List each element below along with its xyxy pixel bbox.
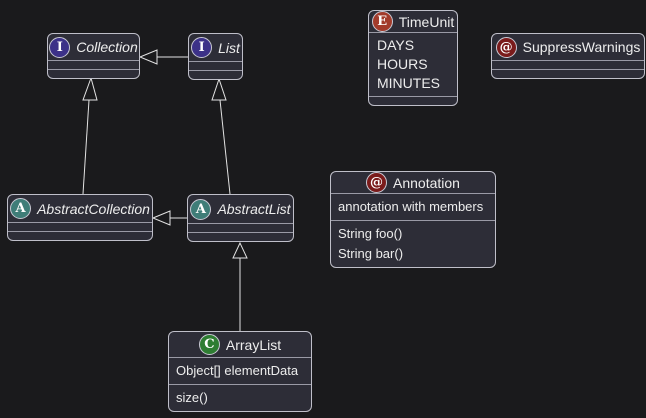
edge-abstractcollection-extends-collection: [82, 76, 98, 195]
class-node-abstractcollection: A AbstractCollection: [7, 194, 153, 241]
fields-compartment: [492, 60, 644, 69]
node-title: @ Annotation: [331, 172, 495, 193]
methods-compartment: size(): [169, 384, 311, 411]
class-node-collection: I Collection: [47, 33, 140, 79]
class-name: SuppressWarnings: [522, 39, 641, 55]
annotation-icon: @: [495, 36, 517, 58]
interface-icon: I: [49, 36, 71, 58]
methods-compartment: [188, 232, 293, 241]
edge-list-extends-collection: [138, 49, 188, 65]
class-node-annotation: @ Annotation annotation with members Str…: [330, 171, 496, 268]
methods-compartment: [48, 69, 139, 78]
node-title: A AbstractList: [188, 195, 293, 223]
abstract-icon: A: [10, 198, 32, 219]
class-name: TimeUnit: [398, 13, 455, 30]
class-node-suppresswarnings: @ SuppressWarnings: [491, 33, 645, 79]
node-title: C ArrayList: [169, 332, 311, 357]
node-title: E TimeUnit: [369, 11, 457, 32]
node-title: I List: [189, 34, 242, 61]
class-node-arraylist: C ArrayList Object[] elementData size(): [168, 331, 312, 412]
fields-compartment: Object[] elementData: [169, 357, 311, 384]
methods-compartment: [8, 231, 152, 240]
class-name: AbstractCollection: [37, 200, 150, 217]
abstract-icon: A: [190, 198, 212, 220]
method-row: String bar(): [338, 246, 404, 261]
enum-values-compartment: DAYS HOURS MINUTES: [369, 32, 457, 96]
class-node-abstractlist: A AbstractList: [187, 194, 294, 242]
enum-value: DAYS: [377, 37, 415, 53]
class-name: ArrayList: [225, 336, 282, 353]
class-icon: C: [198, 334, 220, 355]
fields-compartment: annotation with members: [331, 193, 495, 220]
class-name: Annotation: [393, 174, 460, 191]
edge-abstractlist-extends-list: [211, 77, 231, 195]
enum-value: MINUTES: [377, 75, 440, 91]
fields-compartment: [189, 61, 242, 70]
interface-icon: I: [191, 37, 213, 58]
annotation-icon: @: [366, 172, 388, 193]
fields-compartment: [48, 60, 139, 69]
method-row: size(): [176, 390, 208, 405]
edge-abstractlist-extends-abstractcollection: [151, 210, 187, 226]
methods-compartment: [369, 96, 457, 105]
field-row: annotation with members: [338, 199, 484, 214]
field-row: Object[] elementData: [176, 363, 299, 378]
method-row: String foo(): [338, 226, 403, 241]
class-name: Collection: [76, 39, 138, 55]
class-node-list: I List: [188, 33, 243, 80]
enum-icon: E: [371, 11, 393, 32]
methods-compartment: [189, 70, 242, 79]
enum-value: HOURS: [377, 56, 428, 72]
node-title: A AbstractCollection: [8, 195, 152, 222]
class-name: List: [218, 39, 240, 56]
fields-compartment: [188, 223, 293, 232]
class-node-timeunit: E TimeUnit DAYS HOURS MINUTES: [368, 10, 458, 106]
node-title: I Collection: [48, 34, 139, 60]
fields-compartment: [8, 222, 152, 231]
methods-compartment: [492, 69, 644, 78]
class-name: AbstractList: [217, 201, 291, 217]
node-title: @ SuppressWarnings: [492, 34, 644, 60]
methods-compartment: String foo() String bar(): [331, 220, 495, 267]
edge-arraylist-extends-abstractlist: [232, 241, 248, 331]
